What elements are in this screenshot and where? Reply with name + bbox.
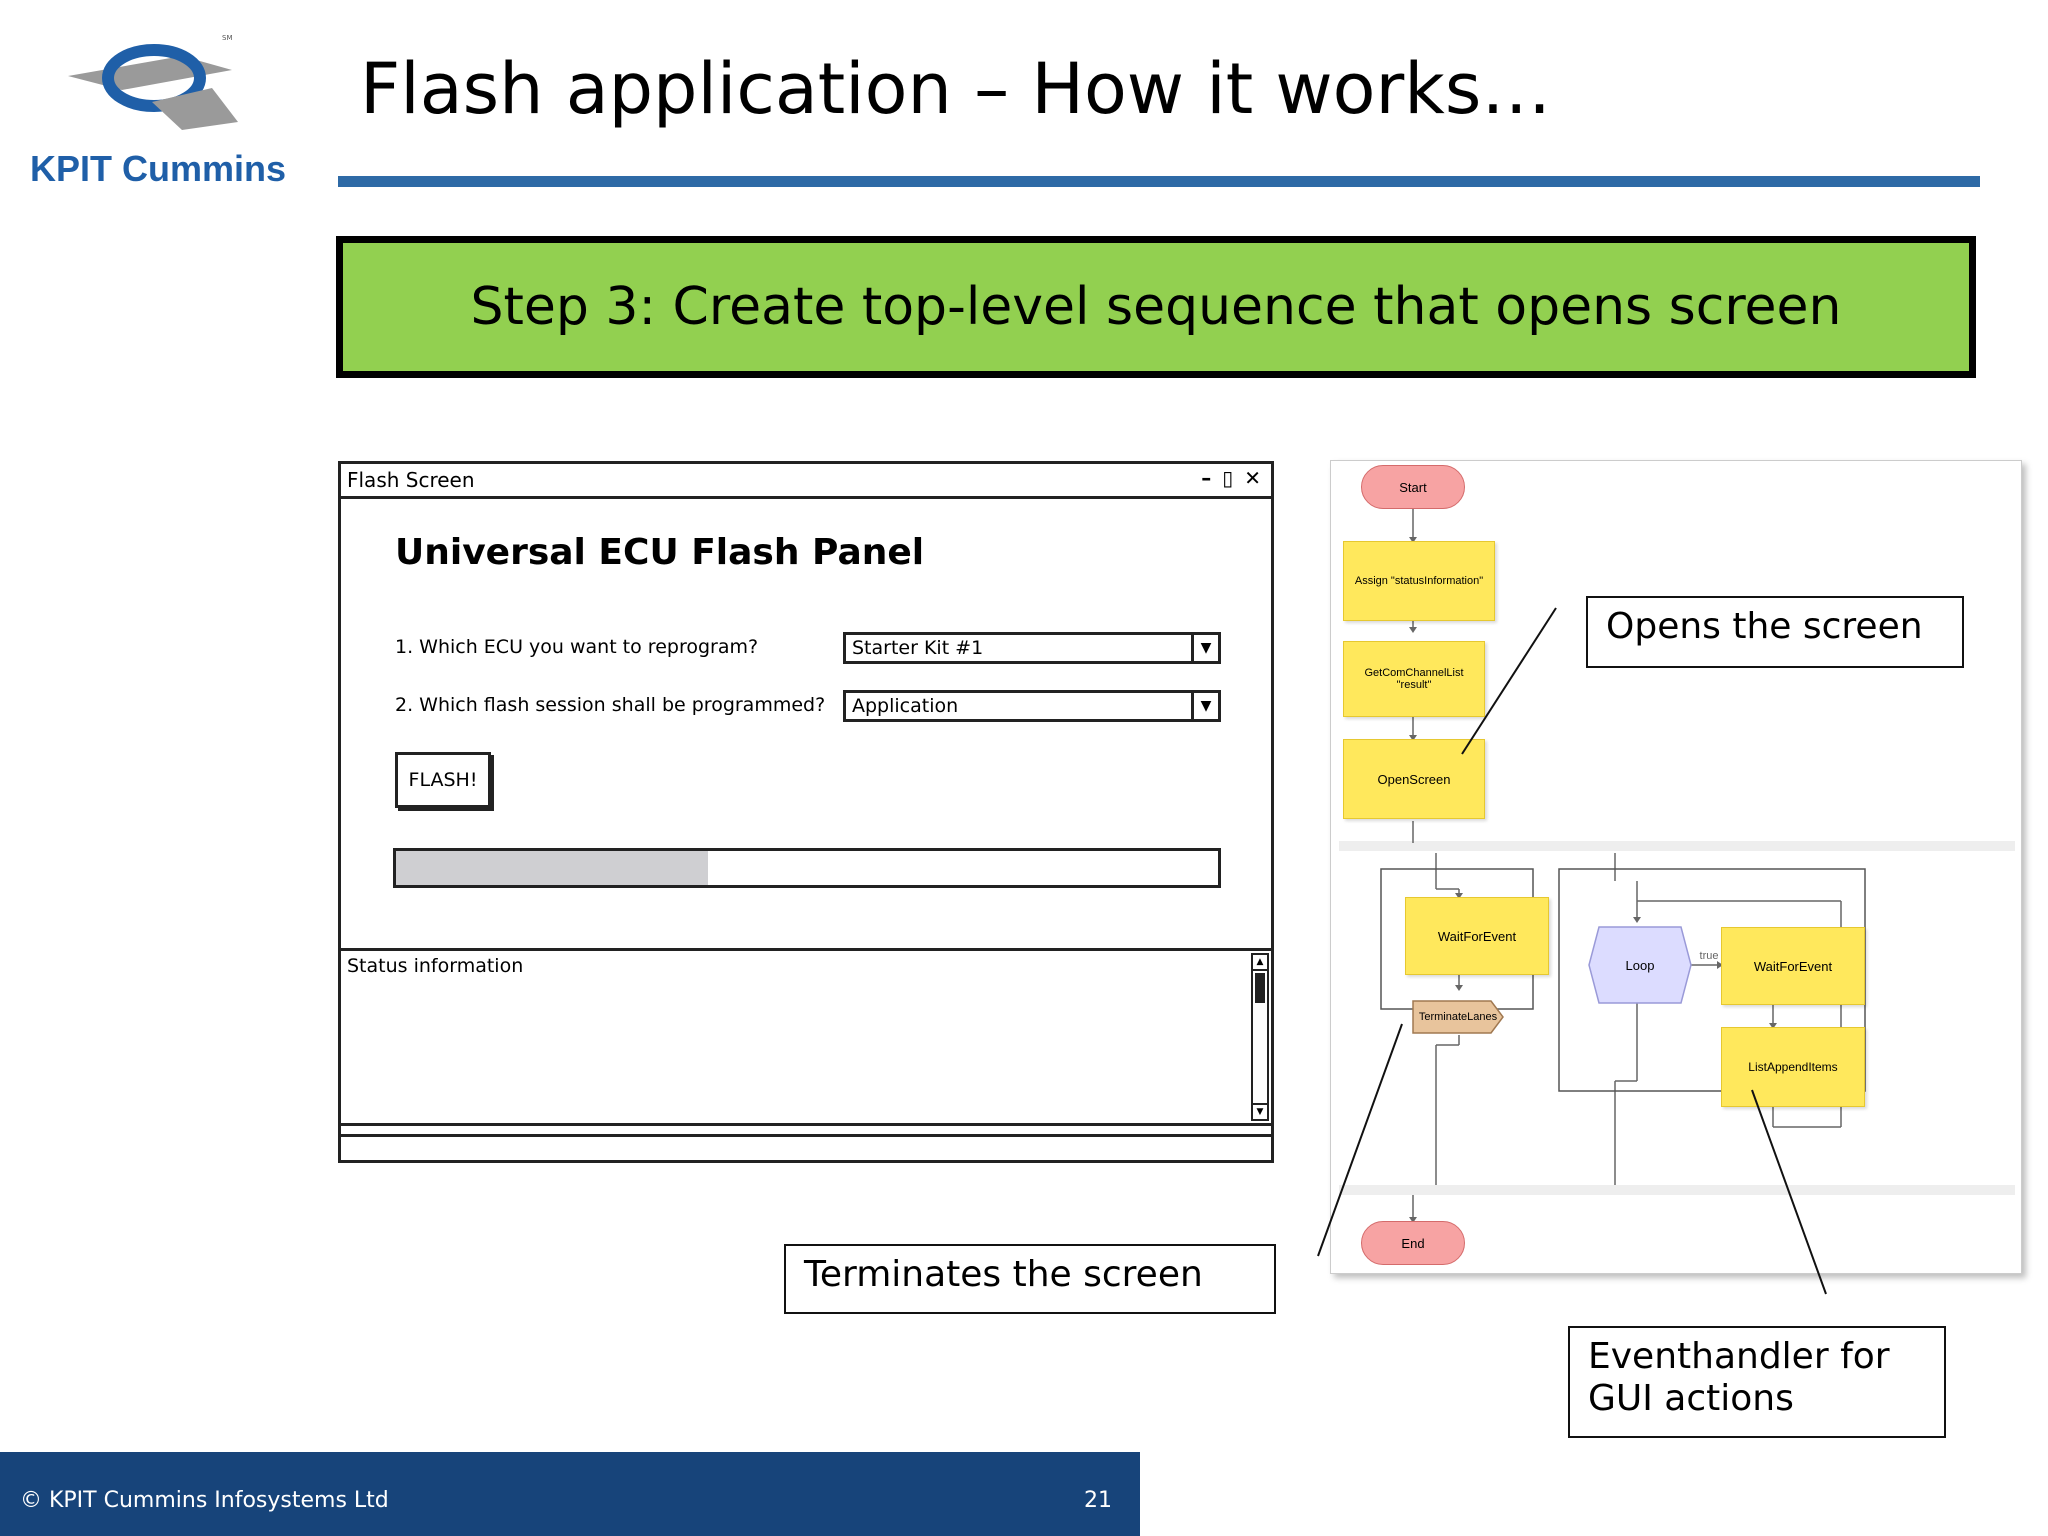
svg-text:SM: SM [222, 34, 232, 42]
flow-node-openscreen[interactable]: OpenScreen [1343, 739, 1485, 819]
footer-copyright: © KPIT Cummins Infosystems Ltd [20, 1488, 389, 1513]
flow-node-terminatelanes[interactable]: TerminateLanes [1418, 1011, 1498, 1023]
page-number: 21 [1084, 1488, 1112, 1513]
logo-text: KPIT Cummins [30, 148, 287, 189]
progress-bar [393, 848, 1221, 888]
flow-node-getcomchannellist-line2: "result" [1396, 679, 1432, 691]
flow-node-assign[interactable]: Assign "statusInformation" [1343, 541, 1495, 621]
callout-eventhandler-line2: GUI actions [1588, 1378, 1794, 1420]
mockup-statusbar [341, 1134, 1271, 1163]
question-ecu-label: 1. Which ECU you want to reprogram? [395, 636, 759, 658]
flow-diagram: Start Assign "statusInformation" GetComC… [1330, 460, 2022, 1274]
scroll-thumb[interactable] [1255, 973, 1265, 1003]
flash-screen-mockup: Flash Screen – ▯ ✕ Universal ECU Flash P… [338, 461, 1274, 1163]
status-scrollbar[interactable]: ▲ ▼ [1251, 953, 1269, 1121]
flow-node-end[interactable]: End [1361, 1221, 1465, 1265]
status-label: Status information [347, 955, 524, 977]
mockup-window-title: Flash Screen [347, 468, 475, 492]
flow-node-getcomchannellist[interactable]: GetComChannelList "result" [1343, 641, 1485, 717]
flow-node-waitforevent-2[interactable]: WaitForEvent [1721, 927, 1865, 1005]
callout-eventhandler-line1: Eventhandler for [1588, 1336, 1890, 1377]
flow-node-listappenditems[interactable]: ListAppendItems [1721, 1027, 1865, 1107]
mockup-titlebar: Flash Screen – ▯ ✕ [341, 464, 1271, 499]
step-banner-text: Step 3: Create top-level sequence that o… [470, 277, 1842, 337]
flow-separator [1339, 1185, 2015, 1195]
callout-terminates-screen: Terminates the screen [784, 1244, 1276, 1314]
question-session-label: 2. Which flash session shall be programm… [395, 694, 826, 716]
flow-node-waitforevent-1[interactable]: WaitForEvent [1405, 897, 1549, 975]
slide-title: Flash application – How it works… [360, 48, 1552, 130]
title-rule [338, 176, 1980, 187]
step-banner: Step 3: Create top-level sequence that o… [336, 236, 1976, 378]
callout-opens-screen: Opens the screen [1586, 596, 1964, 668]
chevron-down-icon[interactable]: ▼ [1191, 693, 1218, 719]
ecu-select-value: Starter Kit #1 [852, 637, 984, 659]
flash-button[interactable]: FLASH! [395, 752, 491, 808]
flow-separator [1339, 841, 2015, 851]
session-select[interactable]: Application ▼ [843, 690, 1221, 722]
progress-fill [396, 851, 709, 885]
panel-heading: Universal ECU Flash Panel [395, 532, 925, 573]
callout-eventhandler: Eventhandler for GUI actions [1568, 1326, 1946, 1438]
scroll-down-icon[interactable]: ▼ [1253, 1103, 1267, 1119]
window-controls-icon[interactable]: – ▯ ✕ [1201, 466, 1263, 490]
flow-node-getcomchannellist-line1: GetComChannelList [1364, 667, 1464, 679]
flow-node-loop[interactable]: Loop [1625, 957, 1655, 973]
footer-bar [0, 1452, 1140, 1536]
session-select-value: Application [852, 695, 959, 717]
flow-node-start[interactable]: Start [1361, 465, 1465, 509]
kpit-logo-icon: SM [68, 34, 238, 130]
status-information-area[interactable]: Status information ▲ ▼ [341, 948, 1271, 1126]
ecu-select[interactable]: Starter Kit #1 ▼ [843, 632, 1221, 664]
chevron-down-icon[interactable]: ▼ [1191, 635, 1218, 661]
scroll-up-icon[interactable]: ▲ [1253, 955, 1267, 971]
flow-true-label: true [1699, 950, 1719, 962]
flow-connectors [1380, 499, 1866, 1223]
